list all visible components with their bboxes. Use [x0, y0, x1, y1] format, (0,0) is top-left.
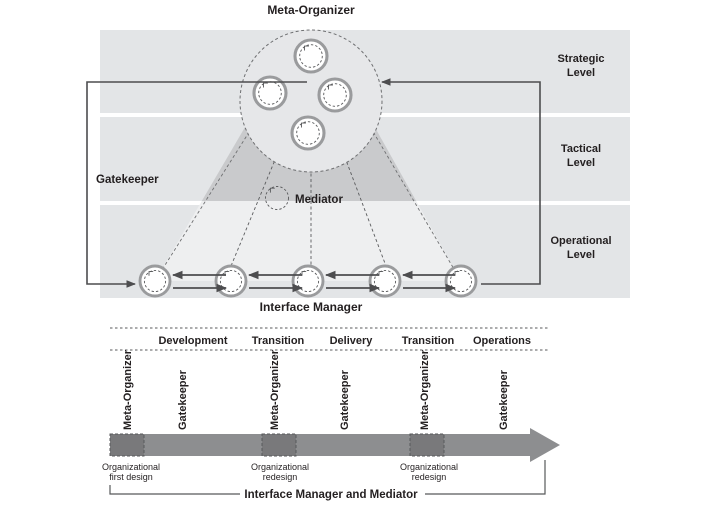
timeline-arrow-bar [109, 428, 560, 462]
interface-manager-node[interactable] [291, 264, 325, 298]
phase-label-development: Development [158, 335, 227, 347]
interface-manager-node[interactable] [444, 264, 478, 298]
interface-manager-node[interactable] [214, 264, 248, 298]
meta-organizer-node[interactable] [317, 77, 353, 113]
event-caption-3-line1: Organizational [400, 462, 458, 472]
phase-label-transition-1: Transition [252, 335, 305, 347]
level-labels: Strategic Level Tactical Level Operation… [550, 53, 611, 261]
role-label-meta-organizer-2: Meta-Organizer [269, 349, 281, 430]
event-caption-1-line2: first design [109, 472, 153, 482]
interface-manager-node[interactable] [138, 264, 172, 298]
timeline-phase-header: Development Transition Delivery Transiti… [110, 327, 550, 351]
gatekeeper-loop-left [86, 81, 307, 288]
level-label-tactical-line2: Level [567, 157, 595, 169]
meta-organizer-title: Meta-Organizer [267, 3, 355, 17]
mediator-label: Mediator [295, 194, 343, 206]
event-caption-2-line1: Organizational [251, 462, 309, 472]
funnel-edge-left [154, 117, 259, 282]
level-label-operational-line2: Level [567, 249, 595, 261]
level-label-strategic-line2: Level [567, 67, 595, 79]
interface-manager-links [171, 270, 457, 293]
timeline-role-labels: Meta-Organizer Gatekeeper Meta-Organizer… [122, 349, 510, 430]
role-label-gatekeeper-2: Gatekeeper [339, 369, 351, 430]
funnel-edge-right [364, 117, 462, 282]
timeline-bottom-bracket [109, 460, 546, 495]
event-caption-3-line2: redesign [412, 472, 447, 482]
level-label-strategic-line1: Strategic [557, 53, 604, 65]
event-caption-1-line1: Organizational [102, 462, 160, 472]
level-label-operational-line1: Operational [550, 235, 611, 247]
meta-organizer-cluster[interactable] [239, 29, 383, 173]
role-label-meta-organizer-3: Meta-Organizer [419, 349, 431, 430]
gatekeeper-label: Gatekeeper [96, 174, 159, 186]
meta-organizer-node[interactable] [290, 115, 326, 151]
timeline-block-redesign-2 [409, 433, 445, 457]
timeline-block-first-design [109, 433, 145, 457]
phase-label-delivery: Delivery [330, 335, 374, 347]
event-caption-2-line2: redesign [263, 472, 298, 482]
interface-manager-title: Interface Manager [260, 300, 363, 314]
mediator-node-group[interactable] [265, 186, 289, 210]
interface-manager-node[interactable] [368, 264, 402, 298]
role-label-gatekeeper-3: Gatekeeper [498, 369, 510, 430]
role-label-meta-organizer-1: Meta-Organizer [122, 349, 134, 430]
feedback-loop-right [381, 78, 541, 285]
phase-label-transition-2: Transition [402, 335, 455, 347]
meta-organizer-node[interactable] [293, 38, 329, 74]
mediator-node[interactable] [265, 186, 289, 210]
timeline-event-captions: Organizational first design Organization… [102, 462, 458, 482]
bracket-label: Interface Manager and Mediator [244, 489, 418, 501]
meta-organizer-node[interactable] [252, 75, 288, 111]
phase-label-operations: Operations [473, 335, 531, 347]
role-label-gatekeeper-1: Gatekeeper [177, 369, 189, 430]
mediator-hook-icon [269, 187, 275, 193]
level-label-tactical-line1: Tactical [561, 143, 601, 155]
timeline-block-redesign-1 [261, 433, 297, 457]
meta-organizer-boundary [239, 29, 383, 173]
